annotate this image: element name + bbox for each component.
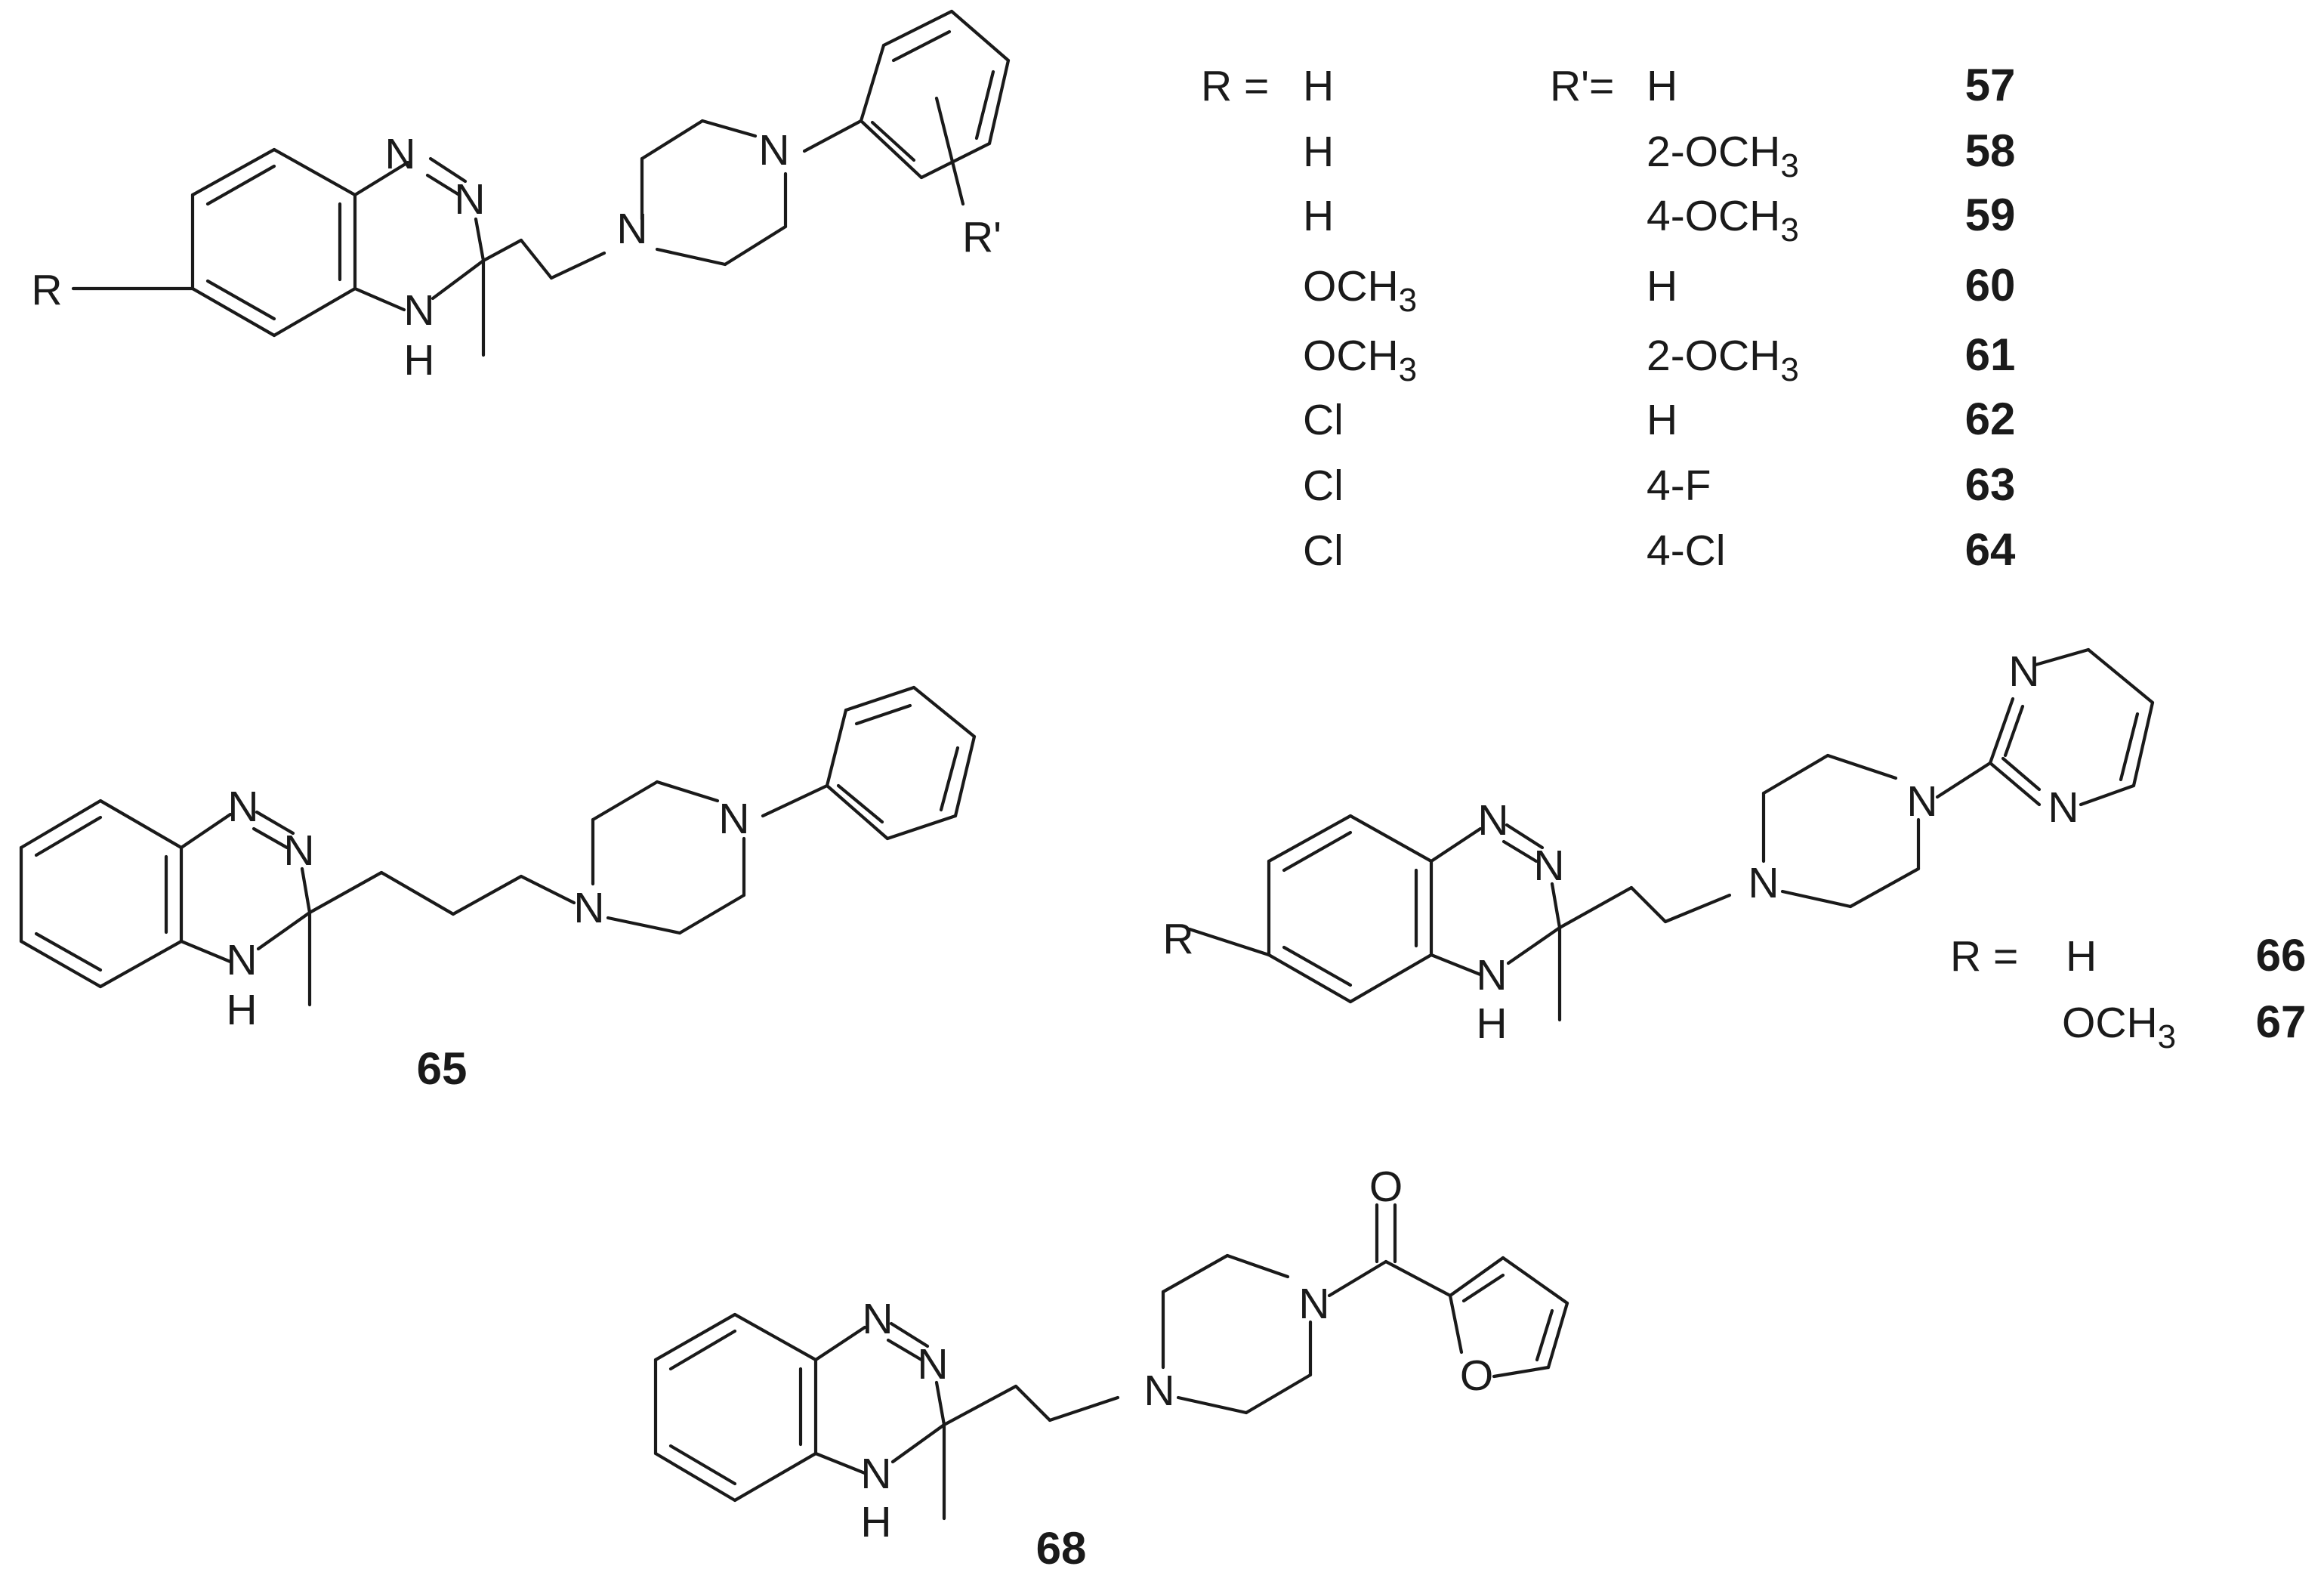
atom-piperazine-n1: N: [573, 884, 604, 932]
atom-labels: N N N H N N: [226, 783, 749, 1034]
cell-r: OCH3: [1303, 332, 1417, 388]
cell-compound-number: 63: [1965, 459, 2016, 510]
cell-r-prime: H: [1647, 262, 1677, 310]
atom-pyrimidine-n1: N: [2008, 647, 2039, 696]
cell-r-subscript: 3: [1399, 351, 1417, 388]
atom-n-top: N: [1477, 796, 1508, 845]
atom-piperazine-n2: N: [1298, 1280, 1329, 1328]
table-row: OCH3 2-OCH3 61: [1303, 329, 2015, 388]
atom-n-mid: N: [454, 175, 485, 224]
structure-65: N N N H N N 65: [19, 685, 977, 1094]
substituent-r: R: [1162, 915, 1193, 963]
cell-r-prime: 4-F: [1647, 462, 1711, 510]
atom-carbonyl-o: O: [1369, 1163, 1403, 1211]
atom-piperazine-n1: N: [1748, 859, 1779, 907]
cell-r: Cl: [1303, 462, 1344, 510]
table-row: H 66: [2066, 930, 2306, 981]
table-row: Cl 4-F 63: [1303, 459, 2015, 510]
table-row: Cl H 62: [1303, 394, 2015, 444]
bonds: [19, 685, 977, 1007]
cell-r: H: [2066, 932, 2097, 981]
cell-r-prime: 4-Cl: [1647, 527, 1726, 575]
cell-r-prime: 2-OCH3: [1647, 128, 1799, 184]
cell-r-prime: 2-OCH3: [1647, 332, 1799, 388]
atom-n-mid: N: [283, 826, 314, 875]
cell-compound-number: 61: [1965, 329, 2016, 380]
table-row: OCH3 67: [2062, 996, 2306, 1055]
table-row: H H 57: [1303, 60, 2015, 110]
atom-pyrimidine-n2: N: [2048, 783, 2079, 832]
cell-r-subscript: 3: [1399, 282, 1417, 319]
cell-r-prime-subscript: 3: [1780, 147, 1798, 184]
cell-r-subscript: 3: [2158, 1018, 2176, 1055]
cell-r: H: [1303, 62, 1334, 110]
cell-compound-number: 57: [1965, 60, 2016, 110]
atom-labels: N N N H R N N R': [31, 126, 1002, 385]
cell-compound-number: 66: [2256, 930, 2307, 981]
atom-n-top: N: [862, 1295, 893, 1343]
cell-r-prime: H: [1647, 62, 1677, 110]
compound-number-68: 68: [1036, 1523, 1087, 1574]
substituent-r-prime: R': [962, 213, 1002, 261]
table-r-header: R =: [1201, 62, 1269, 110]
cell-r-prime: H: [1647, 396, 1677, 444]
table-row: H 2-OCH3 58: [1303, 125, 2015, 184]
atom-n-top: N: [384, 130, 415, 178]
atom-nh-n: N: [226, 936, 257, 984]
cell-r: H: [1303, 192, 1334, 240]
cell-compound-number: 67: [2256, 996, 2307, 1047]
atom-piperazine-n2: N: [1906, 777, 1937, 826]
atom-labels: N N N H R N N N N: [1162, 647, 2079, 1048]
structure-68: N N N H N N O O 68: [653, 1163, 1569, 1574]
cell-compound-number: 62: [1965, 394, 2016, 444]
atom-labels: N N N H N N O O: [860, 1163, 1493, 1546]
substituent-r: R: [31, 266, 62, 314]
atom-piperazine-n2: N: [758, 126, 789, 175]
table-row: H 4-OCH3 59: [1303, 190, 2015, 249]
atom-nh-h: H: [226, 986, 257, 1034]
cell-r: Cl: [1303, 527, 1344, 575]
atom-nh-n: N: [1476, 951, 1507, 999]
cell-r: OCH3: [2062, 999, 2176, 1055]
cell-r-prime: 4-OCH3: [1647, 192, 1799, 249]
atom-n-mid: N: [1533, 842, 1564, 890]
cell-r-prime-subscript: 3: [1780, 212, 1798, 249]
cell-r-prime-subscript: 3: [1780, 351, 1798, 388]
cell-compound-number: 59: [1965, 190, 2016, 240]
table-row: Cl 4-Cl 64: [1303, 524, 2016, 575]
cell-compound-number: 64: [1965, 524, 2016, 575]
atom-piperazine-n1: N: [616, 205, 647, 253]
bonds: [1187, 647, 2155, 1022]
atom-nh-h: H: [403, 336, 434, 385]
cell-compound-number: 58: [1965, 125, 2016, 176]
atom-piperazine-n2: N: [718, 795, 749, 843]
cell-r: Cl: [1303, 396, 1344, 444]
atom-n-top: N: [227, 783, 258, 831]
atom-nh-h: H: [1476, 999, 1507, 1048]
atom-n-mid: N: [917, 1340, 948, 1389]
table-r-prime-header: R'=: [1550, 62, 1614, 110]
atom-nh-n: N: [403, 286, 434, 335]
atom-furan-o: O: [1460, 1352, 1493, 1400]
cell-r: H: [1303, 128, 1334, 176]
table-r-header: R =: [1950, 932, 2018, 981]
cell-r: OCH3: [1303, 262, 1417, 319]
table-row: OCH3 H 60: [1303, 260, 2015, 319]
bonds: [653, 1203, 1569, 1521]
cell-compound-number: 60: [1965, 260, 2016, 310]
atom-nh-h: H: [860, 1498, 891, 1546]
bonds: [71, 9, 1011, 357]
atom-nh-n: N: [860, 1450, 891, 1498]
compound-number-65: 65: [417, 1043, 468, 1094]
atom-piperazine-n1: N: [1143, 1367, 1174, 1415]
